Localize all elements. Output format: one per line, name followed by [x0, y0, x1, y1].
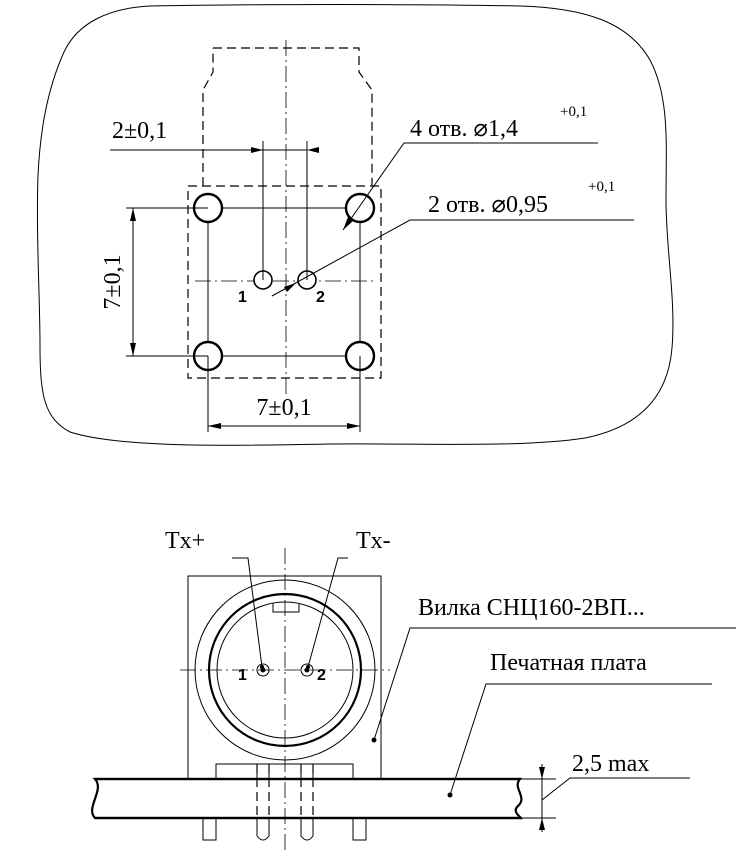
pin-hole-2-label: 2 — [316, 289, 325, 306]
tx-minus-leader-dot — [306, 665, 310, 669]
height-arrow-bottom — [539, 818, 545, 830]
connector-hidden-base — [187, 185, 382, 379]
pin-holes-leader-arrow — [284, 283, 296, 292]
height-arrow-top — [539, 767, 545, 779]
pcb-label: Печатная плата — [490, 650, 647, 676]
connector-outer-ring — [194, 579, 376, 761]
mount-hole-frame — [207, 207, 361, 357]
pcb-leader-dot — [447, 792, 453, 798]
dim-vertical-label: 7±0,1 — [100, 254, 126, 309]
pin-holes-label: 2 отв. ⌀0,95 — [428, 192, 548, 218]
side-pin-2-outer — [300, 663, 314, 677]
pin-holes-tolerance: +0,1 — [588, 179, 615, 195]
height-label: 2,5 max — [572, 751, 649, 777]
tx-minus-label: Tx- — [356, 528, 391, 554]
dim-horizontal-label: 7±0,1 — [256, 395, 311, 421]
connector-label: Вилка СНЦ160-2ВП... — [418, 595, 645, 621]
board-outline — [36, 4, 674, 446]
dim-vertical-arrow-bottom — [130, 343, 136, 356]
pin-leg-signal-1 — [256, 818, 270, 841]
dim-horizontal-arrow-right — [347, 423, 360, 429]
mount-holes-label: 4 отв. ⌀1,4 — [410, 116, 518, 142]
mount-holes-leader-arrow — [343, 217, 353, 230]
side-pin-1-label: 1 — [238, 667, 247, 684]
pcb-leader — [449, 683, 712, 796]
footprint-view: 1 2 2±0,1 7±0,1 7±0,1 4 отв. ⌀1,4 +0,1 2… — [36, 4, 674, 446]
connector-ring-2 — [207, 592, 363, 748]
side-pin-2-label: 2 — [317, 667, 326, 684]
pin-hole-1-label: 1 — [238, 289, 247, 306]
dim-pin-spacing-arrow-right — [307, 147, 319, 153]
connector-leader-dot — [371, 737, 377, 743]
tx-plus-leader — [232, 557, 263, 668]
side-pin-1-outer — [256, 663, 270, 677]
tx-plus-label: Tx+ — [165, 528, 205, 554]
connector-hidden-outline — [202, 47, 373, 186]
mount-holes-tolerance: +0,1 — [560, 104, 587, 120]
dim-pin-spacing-arrow-left — [251, 147, 263, 153]
pin-leg-left — [202, 817, 217, 841]
dim-horizontal-arrow-left — [208, 423, 221, 429]
dim-vertical-arrow-top — [130, 208, 136, 221]
side-view: 1 2 Tx+ Tx- Вилка СНЦ160-2ВП... Печатная… — [91, 528, 736, 850]
pin-holes-leader — [271, 219, 634, 297]
pin-leg-right — [352, 817, 367, 841]
tx-minus-leader — [307, 557, 348, 668]
tx-plus-leader-dot — [260, 665, 264, 669]
pin-leg-signal-2 — [300, 818, 314, 841]
mount-hole-top-right — [344, 192, 376, 224]
connector-leader — [373, 627, 736, 741]
pcb-board — [91, 777, 523, 820]
dim-pin-spacing-label: 2±0,1 — [112, 118, 167, 144]
height-leader — [541, 777, 690, 801]
connector-key-notch — [272, 603, 300, 613]
mount-holes-leader — [342, 142, 598, 231]
connector-ring-3 — [216, 601, 354, 739]
connector-standoff — [215, 763, 354, 780]
